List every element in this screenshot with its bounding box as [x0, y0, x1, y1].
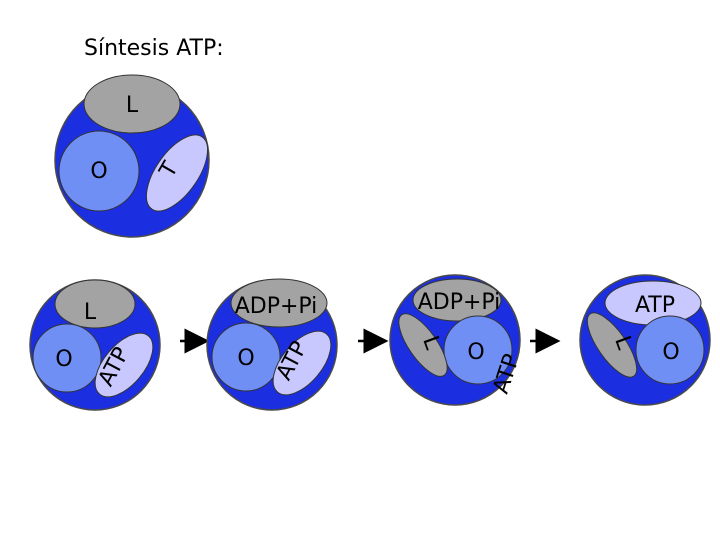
O-label: O [662, 340, 679, 365]
O-label: O [237, 346, 254, 371]
enzyme-single: L O T [54, 74, 210, 238]
O-label: O [90, 159, 107, 184]
T-site [94, 332, 154, 398]
top-label: ADP+Pi [235, 294, 318, 319]
O-site [443, 315, 513, 385]
enzyme-stage-4: ATP O L [579, 274, 711, 406]
O-label: O [467, 340, 484, 365]
enzyme-stage-2: ADP+Pi O ATP [206, 278, 338, 411]
O-site [58, 130, 140, 212]
top-label: ATP [635, 293, 675, 318]
L-label: L [126, 93, 139, 118]
L-site [586, 312, 638, 378]
top-label: ADP+Pi [418, 290, 501, 315]
T-site [272, 330, 332, 396]
enzyme-stage-3: ADP+Pi O L ATP [389, 274, 525, 406]
O-site [635, 315, 705, 385]
O-site [32, 323, 102, 393]
L-site [398, 313, 448, 377]
top-site [412, 278, 502, 322]
L-label: L [84, 300, 97, 325]
L-site [83, 74, 181, 134]
L-site [230, 278, 328, 328]
diagram-title: Síntesis ATP: [84, 36, 224, 61]
O-label: O [55, 347, 72, 372]
enzyme-stage-1: L O ATP [29, 279, 161, 411]
O-site [211, 322, 281, 392]
L-site [54, 279, 136, 329]
T-site [145, 134, 209, 212]
